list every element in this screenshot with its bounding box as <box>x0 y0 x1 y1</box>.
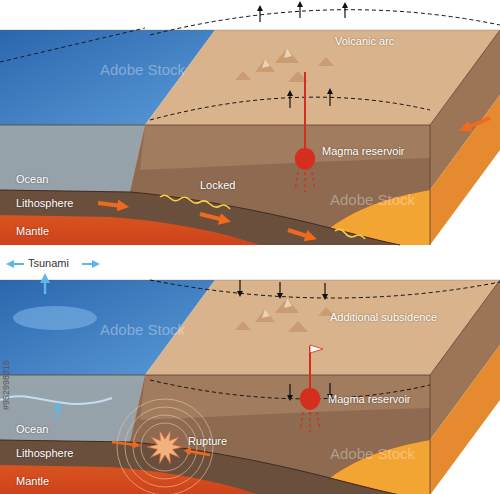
uplift-arrow <box>289 93 290 108</box>
magma-drips <box>300 412 320 432</box>
magma-drips <box>295 172 315 192</box>
seismic-wave <box>141 423 189 471</box>
uplift-arrow <box>344 5 345 18</box>
seismic-wave <box>125 407 205 487</box>
tsunami-bulge <box>13 306 97 330</box>
uplift-arrow <box>259 8 260 22</box>
watermark: Adobe Stock <box>100 322 185 337</box>
layer-label: Ocean <box>16 174 48 185</box>
magma-reservoir <box>300 388 320 410</box>
rupture-starburst <box>147 430 183 464</box>
slip-arrow <box>188 451 210 455</box>
subsidence-arrow <box>289 384 290 398</box>
watermark: Adobe Stock <box>100 62 185 77</box>
stock-id: #952998315 <box>2 360 11 410</box>
locked-interface <box>160 195 230 209</box>
crust-block <box>0 280 500 494</box>
seafloor-outline <box>0 28 145 62</box>
before-earthquake-panel <box>0 4 500 245</box>
uplift-profile <box>150 10 500 35</box>
layer-label: Mantle <box>16 226 49 237</box>
magma-reservoir <box>295 148 315 170</box>
eruption-flag <box>310 345 323 353</box>
layer-label: Ocean <box>16 424 48 435</box>
watermark: Adobe Stock <box>330 192 415 207</box>
layer-label: Mantle <box>16 476 49 487</box>
after-earthquake-panel <box>0 264 500 494</box>
feature-label: Volcanic arc <box>335 36 394 47</box>
layer-label: Lithosphere <box>16 448 74 459</box>
plate-motion-arrow <box>200 214 224 220</box>
tsunami-arrow <box>10 263 24 265</box>
tsunami-arrow <box>44 278 47 294</box>
layer-label: Lithosphere <box>16 198 74 209</box>
uplift-arrow <box>329 91 330 106</box>
uplift-arrow <box>299 4 300 18</box>
wave-line <box>0 396 112 404</box>
feature-label: Additional subsidence <box>330 312 437 323</box>
subsidence-arrow <box>279 282 280 296</box>
feature-label: Magma reservoir <box>328 394 411 405</box>
volcanic-arc <box>235 48 334 82</box>
feature-label: Tsunami <box>28 258 69 269</box>
volcanic-arc <box>235 298 334 332</box>
plate-motion-arrow <box>288 230 310 237</box>
subsidence-profile <box>150 280 500 298</box>
subsidence-arrow <box>239 280 240 294</box>
watermark: Adobe Stock <box>330 446 415 461</box>
magma-conduit <box>304 72 306 150</box>
feature-label: Locked <box>200 180 235 191</box>
feature-label: Rupture <box>188 436 227 447</box>
uplift-arrow <box>57 406 59 420</box>
plate-motion-arrow <box>98 203 122 206</box>
locked-interface <box>335 229 365 239</box>
slip-arrow <box>112 442 136 445</box>
feature-label: Magma reservoir <box>322 146 405 157</box>
tsunami-arrow <box>82 263 96 265</box>
subsidence-arrow <box>324 283 325 297</box>
plate-motion-arrow <box>466 118 490 128</box>
crust-block <box>0 30 500 245</box>
seismic-wave <box>133 415 197 479</box>
